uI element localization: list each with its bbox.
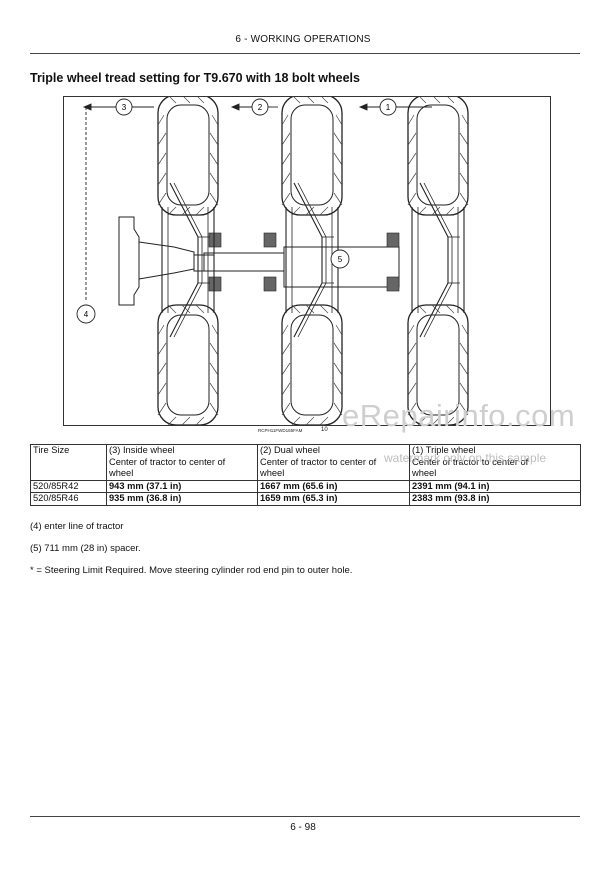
page-title: Triple wheel tread setting for T9.670 wi… <box>30 71 360 85</box>
cell-dual: 1667 mm (65.6 in) <box>257 479 410 493</box>
header-dual-line: Center of tractor to center of <box>260 456 377 467</box>
header-inside: (3) Inside wheel Center of tractor to ce… <box>106 444 258 481</box>
callout-2 <box>251 98 269 116</box>
dimension-arrows <box>82 103 432 302</box>
watermark: eRepairinfo.com <box>342 398 576 433</box>
header-triple-line: Center of tractor to center of <box>412 456 529 467</box>
axle <box>203 246 400 288</box>
header-triple-line: (1) Triple wheel <box>412 445 476 455</box>
tread-table: Tire Size (3) Inside wheel Center of tra… <box>30 444 581 506</box>
header-inside-line: Center of tractor to center of <box>109 456 226 467</box>
page-number: 6 - 98 <box>290 822 316 833</box>
header-dual: (2) Dual wheel Center of tractor to cent… <box>257 444 410 481</box>
callout-5 <box>330 249 350 269</box>
cell-inside: 935 mm (36.8 in) <box>106 492 258 506</box>
cell-tire: 520/85R42 <box>30 479 107 493</box>
callout-4 <box>76 304 96 324</box>
wheel-tread-figure: 3 2 1 4 <box>63 96 551 426</box>
section-header: 6 - WORKING OPERATIONS <box>235 34 371 45</box>
header-inside-line: wheel <box>109 468 134 478</box>
callout-4-label: 4 <box>84 310 89 319</box>
header-dual-line: (2) Dual wheel <box>260 445 320 455</box>
cell-dual: 1659 mm (65.3 in) <box>257 492 410 506</box>
header-triple: (1) Triple wheel Center of tractor to ce… <box>409 444 581 481</box>
callout-5-label: 5 <box>338 255 343 264</box>
table-row: 520/85R42 943 mm (37.1 in) 1667 mm (65.6… <box>30 479 581 493</box>
cell-tire: 520/85R46 <box>30 492 107 506</box>
header-dual-line: wheel <box>260 468 285 478</box>
footer-rule <box>30 816 580 817</box>
header-inside-line: (3) Inside wheel <box>109 445 175 455</box>
triple-wheel <box>408 97 468 425</box>
table-header-row: Tire Size (3) Inside wheel Center of tra… <box>30 444 581 481</box>
header-rule <box>30 53 580 54</box>
note-5: (5) 711 mm (28 in) spacer. <box>30 543 141 554</box>
cell-triple: 2391 mm (94.1 in) <box>409 479 581 493</box>
note-4: (4) enter line of tractor <box>30 521 124 532</box>
callout-2-label: 2 <box>258 103 263 112</box>
inside-wheel <box>158 97 218 425</box>
header-triple-line: wheel <box>412 468 437 478</box>
callout-3-label: 3 <box>122 103 127 112</box>
header-tire: Tire Size <box>30 444 107 481</box>
final-drive <box>118 216 215 306</box>
table-row: 520/85R46 935 mm (36.8 in) 1659 mm (65.3… <box>30 492 581 506</box>
figure-number: 10 <box>321 427 328 433</box>
callout-3 <box>115 98 133 116</box>
cell-triple: 2383 mm (93.8 in) <box>409 492 581 506</box>
hub-bolts <box>208 232 400 292</box>
figure-reference: RCPH11FWD165FAM <box>258 428 303 433</box>
callout-1 <box>379 98 397 116</box>
callout-1-label: 1 <box>386 103 391 112</box>
watermark-sub: watermark only on this sample <box>384 451 547 465</box>
cell-inside: 943 mm (37.1 in) <box>106 479 258 493</box>
note-steering: * = Steering Limit Required. Move steeri… <box>30 565 353 576</box>
